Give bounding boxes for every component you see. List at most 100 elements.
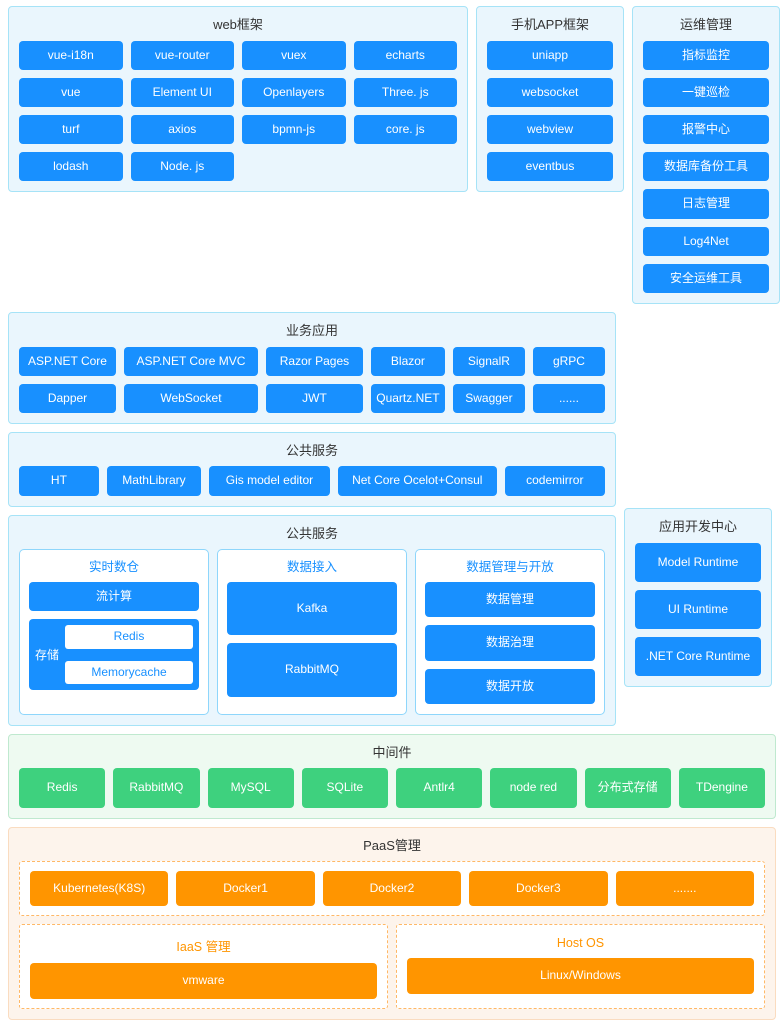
host-os-item[interactable]: Linux/Windows <box>407 958 754 994</box>
mobile-app-item[interactable]: websocket <box>487 77 613 107</box>
stream-compute-item[interactable]: 流计算 <box>29 582 199 612</box>
right-column-spacer <box>624 312 772 500</box>
storage-item[interactable]: Redis <box>65 625 193 649</box>
container-item[interactable]: Docker1 <box>176 871 315 907</box>
business-application-grid: ASP.NET Core ASP.NET Core MVC Razor Page… <box>19 346 605 413</box>
business-item[interactable]: Razor Pages <box>265 346 363 376</box>
web-framework-item[interactable]: bpmn-js <box>242 114 346 145</box>
data-ingestion-card: 数据接入 Kafka RabbitMQ <box>217 549 407 715</box>
middleware-item[interactable]: node red <box>490 768 577 808</box>
business-item[interactable]: SignalR <box>452 346 525 376</box>
mobile-app-item[interactable]: uniapp <box>487 40 613 70</box>
ops-item[interactable]: 安全运维工具 <box>643 263 769 293</box>
web-framework-item[interactable]: Element UI <box>130 77 234 107</box>
business-item[interactable]: WebSocket <box>124 383 258 413</box>
public-service-top-panel: 公共服务 HT MathLibrary Gis model editor Net… <box>8 431 616 507</box>
web-framework-item[interactable]: Node. js <box>130 152 234 182</box>
middleware-title: 中间件 <box>372 744 412 760</box>
public-service-item[interactable]: codemirror <box>504 466 605 496</box>
app-dev-center-panel: 应用开发中心 Model Runtime UI Runtime .NET Cor… <box>624 507 772 688</box>
data-management-item[interactable]: 数据管理 <box>425 582 595 618</box>
storage-item[interactable]: Memorycache <box>65 660 193 684</box>
web-framework-item[interactable]: vuex <box>242 40 346 70</box>
ops-item[interactable]: 指标监控 <box>643 40 769 70</box>
public-service-top-grid: HT MathLibrary Gis model editor Net Core… <box>19 466 605 496</box>
ops-item[interactable]: 一键巡检 <box>643 77 769 107</box>
ops-management-list: 指标监控 一键巡检 报警中心 数据库备份工具 日志管理 Log4Net 安全运维… <box>643 40 769 293</box>
public-service-item[interactable]: Gis model editor <box>209 466 330 496</box>
middleware-item[interactable]: Antlr4 <box>396 768 483 808</box>
data-management-card: 数据管理与开放 数据管理 数据治理 数据开放 <box>415 549 605 715</box>
mobile-app-item[interactable]: webview <box>487 114 613 145</box>
right-column-lower: 应用开发中心 Model Runtime UI Runtime .NET Cor… <box>624 312 772 688</box>
iaas-item[interactable]: vmware <box>30 963 377 999</box>
business-item[interactable]: Blazor <box>370 346 445 376</box>
data-ingestion-item[interactable]: RabbitMQ <box>227 643 397 697</box>
host-os-title: Host OS <box>556 936 605 951</box>
container-item[interactable]: Kubernetes(K8S) <box>30 871 169 907</box>
public-service-item[interactable]: Net Core Ocelot+Consul <box>337 466 497 496</box>
middleware-panel: 中间件 Redis RabbitMQ MySQL SQLite Antlr4 n… <box>8 733 776 819</box>
data-ingestion-title: 数据接入 <box>286 560 337 575</box>
public-service-data-title: 公共服务 <box>285 525 338 541</box>
data-ingestion-item[interactable]: Kafka <box>227 582 397 636</box>
data-management-title: 数据管理与开放 <box>466 560 554 575</box>
app-dev-item[interactable]: UI Runtime <box>635 589 761 629</box>
storage-label: 存储 <box>35 648 60 663</box>
web-framework-item[interactable]: turf <box>19 114 123 145</box>
paas-title: PaaS管理 <box>363 837 421 853</box>
mobile-app-item[interactable]: eventbus <box>487 152 613 182</box>
middle-band: 业务应用 ASP.NET Core ASP.NET Core MVC Razor… <box>8 311 776 726</box>
business-item[interactable]: gRPC <box>532 346 605 376</box>
ops-item[interactable]: Log4Net <box>643 226 769 256</box>
paas-panel: PaaS管理 Kubernetes(K8S) Docker1 Docker2 D… <box>8 826 776 1020</box>
middleware-item[interactable]: SQLite <box>301 768 388 808</box>
web-framework-item[interactable]: Openlayers <box>242 77 346 107</box>
container-item[interactable]: ....... <box>615 871 754 907</box>
container-item[interactable]: Docker2 <box>322 871 462 907</box>
middleware-item[interactable]: MySQL <box>207 768 294 808</box>
data-management-item[interactable]: 数据开放 <box>425 668 595 704</box>
app-dev-item[interactable]: Model Runtime <box>635 542 761 582</box>
app-dev-item[interactable]: .NET Core Runtime <box>635 636 761 677</box>
public-service-data-cards: 实时数仓 流计算 存储 Redis Memorycache 数据接入 Kafka… <box>19 549 605 715</box>
web-framework-item[interactable]: Three. js <box>353 77 457 107</box>
container-platform-group: Kubernetes(K8S) Docker1 Docker2 Docker3 … <box>19 861 765 917</box>
business-application-panel: 业务应用 ASP.NET Core ASP.NET Core MVC Razor… <box>8 311 616 424</box>
container-item[interactable]: Docker3 <box>469 871 608 907</box>
business-item[interactable]: ...... <box>532 383 605 413</box>
public-service-data-panel: 公共服务 实时数仓 流计算 存储 Redis Memorycache 数据接入 <box>8 514 616 726</box>
web-framework-grid: vue-i18n vue-router vuex echarts vue Ele… <box>19 40 457 182</box>
storage-block: 存储 Redis Memorycache <box>29 619 199 690</box>
web-framework-item[interactable]: core. js <box>353 114 457 145</box>
business-item[interactable]: ASP.NET Core MVC <box>124 346 258 376</box>
container-platform-grid: Kubernetes(K8S) Docker1 Docker2 Docker3 … <box>30 871 754 907</box>
web-framework-item[interactable]: axios <box>130 114 234 145</box>
web-framework-item[interactable]: vue-i18n <box>19 40 123 70</box>
middleware-item[interactable]: Redis <box>19 768 106 808</box>
mobile-app-framework-title: 手机APP框架 <box>510 17 589 32</box>
realtime-warehouse-card: 实时数仓 流计算 存储 Redis Memorycache <box>19 549 209 715</box>
business-item[interactable]: Dapper <box>19 383 116 413</box>
middleware-item[interactable]: TDengine <box>678 768 765 808</box>
business-item[interactable]: ASP.NET Core <box>19 346 116 376</box>
business-item[interactable]: Quartz.NET <box>370 383 445 413</box>
ops-item[interactable]: 报警中心 <box>643 114 769 145</box>
web-framework-item[interactable]: echarts <box>353 40 457 70</box>
ops-item[interactable]: 日志管理 <box>643 189 769 219</box>
web-framework-item[interactable]: lodash <box>19 152 123 182</box>
web-framework-title: web框架 <box>213 17 263 32</box>
public-service-item[interactable]: HT <box>19 466 99 496</box>
business-item[interactable]: JWT <box>265 383 363 413</box>
middleware-item[interactable]: 分布式存储 <box>584 768 671 808</box>
business-item[interactable]: Swagger <box>452 383 525 413</box>
middleware-item[interactable]: RabbitMQ <box>113 768 200 808</box>
realtime-warehouse-title: 实时数仓 <box>88 560 139 575</box>
web-framework-item[interactable]: vue <box>19 77 123 107</box>
public-service-top-title: 公共服务 <box>285 442 338 458</box>
web-framework-item[interactable]: vue-router <box>130 40 234 70</box>
data-management-item[interactable]: 数据治理 <box>425 625 595 661</box>
public-service-item[interactable]: MathLibrary <box>106 466 202 496</box>
business-application-title: 业务应用 <box>285 322 338 338</box>
ops-item[interactable]: 数据库备份工具 <box>643 152 769 182</box>
